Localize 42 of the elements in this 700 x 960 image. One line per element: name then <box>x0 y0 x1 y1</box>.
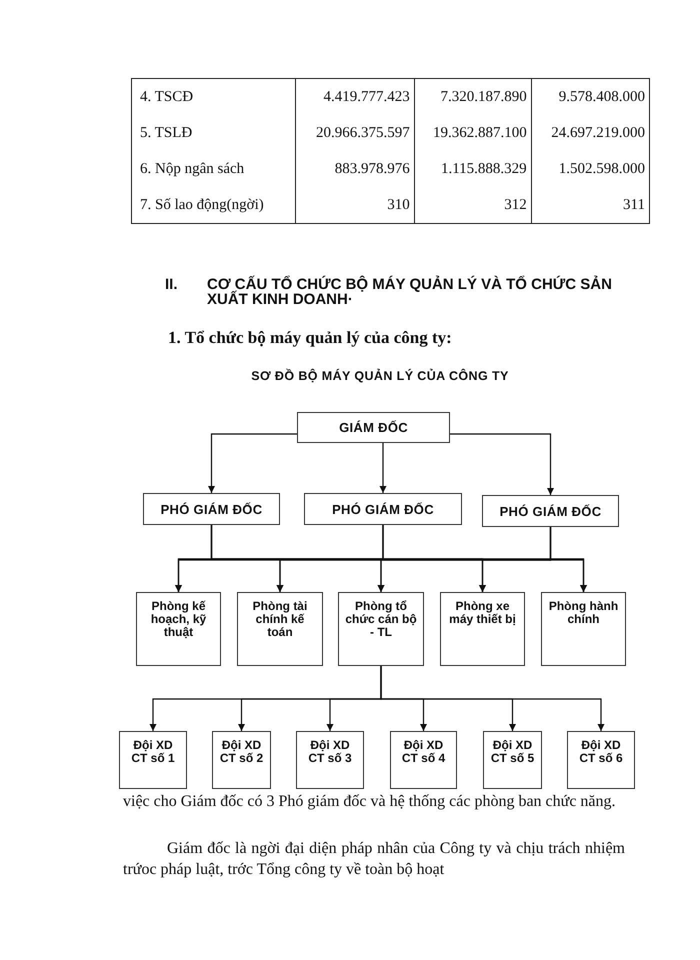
team-box: Đội XD CT số 5 <box>483 731 542 789</box>
department-box: Phòng kế hoạch, kỹ thuật <box>136 592 221 666</box>
row-label: 7. Số lao động(ngời) <box>140 196 264 212</box>
team-box: Đội XD CT số 1 <box>119 731 187 789</box>
row-label: 5. TSLĐ <box>140 124 192 140</box>
numeric-value: 1.115.888.329 <box>440 160 527 176</box>
numeric-value: 1.502.598.000 <box>558 160 645 176</box>
team-box: Đội XD CT số 4 <box>390 731 457 789</box>
arrow <box>380 666 604 731</box>
row-label: 4. TSCĐ <box>140 88 194 104</box>
department-box: Phòng tổ chức cán bộ - TL <box>338 592 424 666</box>
department-box: Phòng xe máy thiết bị <box>440 592 525 666</box>
row-label: 6. Nộp ngân sách <box>140 160 244 176</box>
arrow <box>450 433 554 495</box>
arrow <box>208 433 297 493</box>
section-number: II. <box>165 277 178 292</box>
numeric-value: 310 <box>387 196 410 212</box>
numeric-value: 24.697.219.000 <box>551 124 645 140</box>
numeric-value: 19.362.887.100 <box>432 124 527 140</box>
numeric-value: 4.419.777.423 <box>323 88 410 104</box>
numeric-value: 883.978.976 <box>334 160 410 176</box>
position-box: PHÓ GIÁM ĐỐC <box>143 493 280 525</box>
arrow <box>380 443 386 493</box>
section-heading: CƠ CẤU TỔ CHỨC BỘ MÁY QUẢN LÝ VÀ TỔ CHỨC SẢN XUẤT KINH DOANH· <box>207 277 613 307</box>
department-box: Phòng tài chính kế toán <box>237 592 323 666</box>
subsection-heading: 1. Tổ chức bộ máy quản lý của công ty: <box>168 328 452 348</box>
position-box: GIÁM ĐỐC <box>297 412 450 443</box>
numeric-value: 312 <box>504 196 527 212</box>
team-box: Đội XD CT số 3 <box>296 731 364 789</box>
arrow <box>550 527 587 592</box>
numeric-value: 20.966.375.597 <box>316 124 410 140</box>
numeric-value: 7.320.187.890 <box>440 88 527 104</box>
department-box: Phòng hành chính <box>541 592 626 666</box>
team-box: Đội XD CT số 6 <box>567 731 635 789</box>
position-box: PHÓ GIÁM ĐỐC <box>304 493 462 525</box>
team-box: Đội XD CT số 2 <box>212 731 271 789</box>
numeric-value: 311 <box>623 196 645 212</box>
body-paragraph: việc cho Giám đốc có 3 Phó giám đốc và hệ thống các phòng ban chức năng. <box>123 792 617 811</box>
body-paragraph: Giám đốc là ngời đại diện pháp nhân của Công ty và chịu trách nhiệm trứoc pháp luật, trớc Tổng công ty về toàn bộ hoạt <box>123 839 625 880</box>
position-box: PHÓ GIÁM ĐỐC <box>482 495 619 527</box>
numeric-value: 9.578.408.000 <box>558 88 645 104</box>
chart-title: SƠ ĐỒ BỘ MÁY QUẢN LÝ CỦA CÔNG TY <box>250 369 510 383</box>
